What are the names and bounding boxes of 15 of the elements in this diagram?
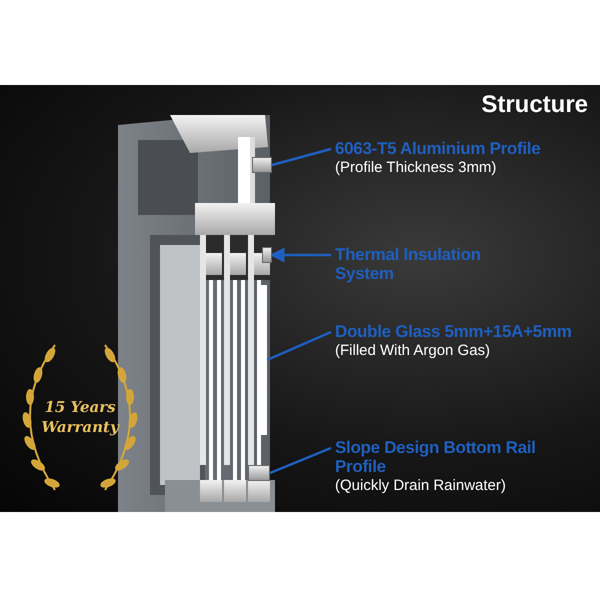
label-note: (Quickly Drain Rainwater): [335, 476, 507, 495]
glass-pane: [261, 285, 267, 435]
leader-line: [270, 446, 332, 474]
label-heading: Thermal Insulation System: [335, 245, 482, 283]
label-heading: Double Glass 5mm+15A+5mm: [335, 322, 573, 341]
label-note: (Filled With Argon Gas): [335, 341, 492, 360]
label-heading: Slope Design Bottom Rail Profile: [335, 438, 537, 476]
label-heading: 6063-T5 Aluminium Profile: [335, 139, 542, 158]
profile-chamber: [252, 157, 272, 173]
heading: Structure: [481, 91, 588, 119]
leader-line: [266, 330, 332, 362]
leader-line: [272, 148, 332, 166]
profile-chamber: [262, 247, 272, 263]
label-note: (Profile Thickness 3mm): [335, 158, 498, 177]
profile-chamber: [248, 465, 270, 481]
